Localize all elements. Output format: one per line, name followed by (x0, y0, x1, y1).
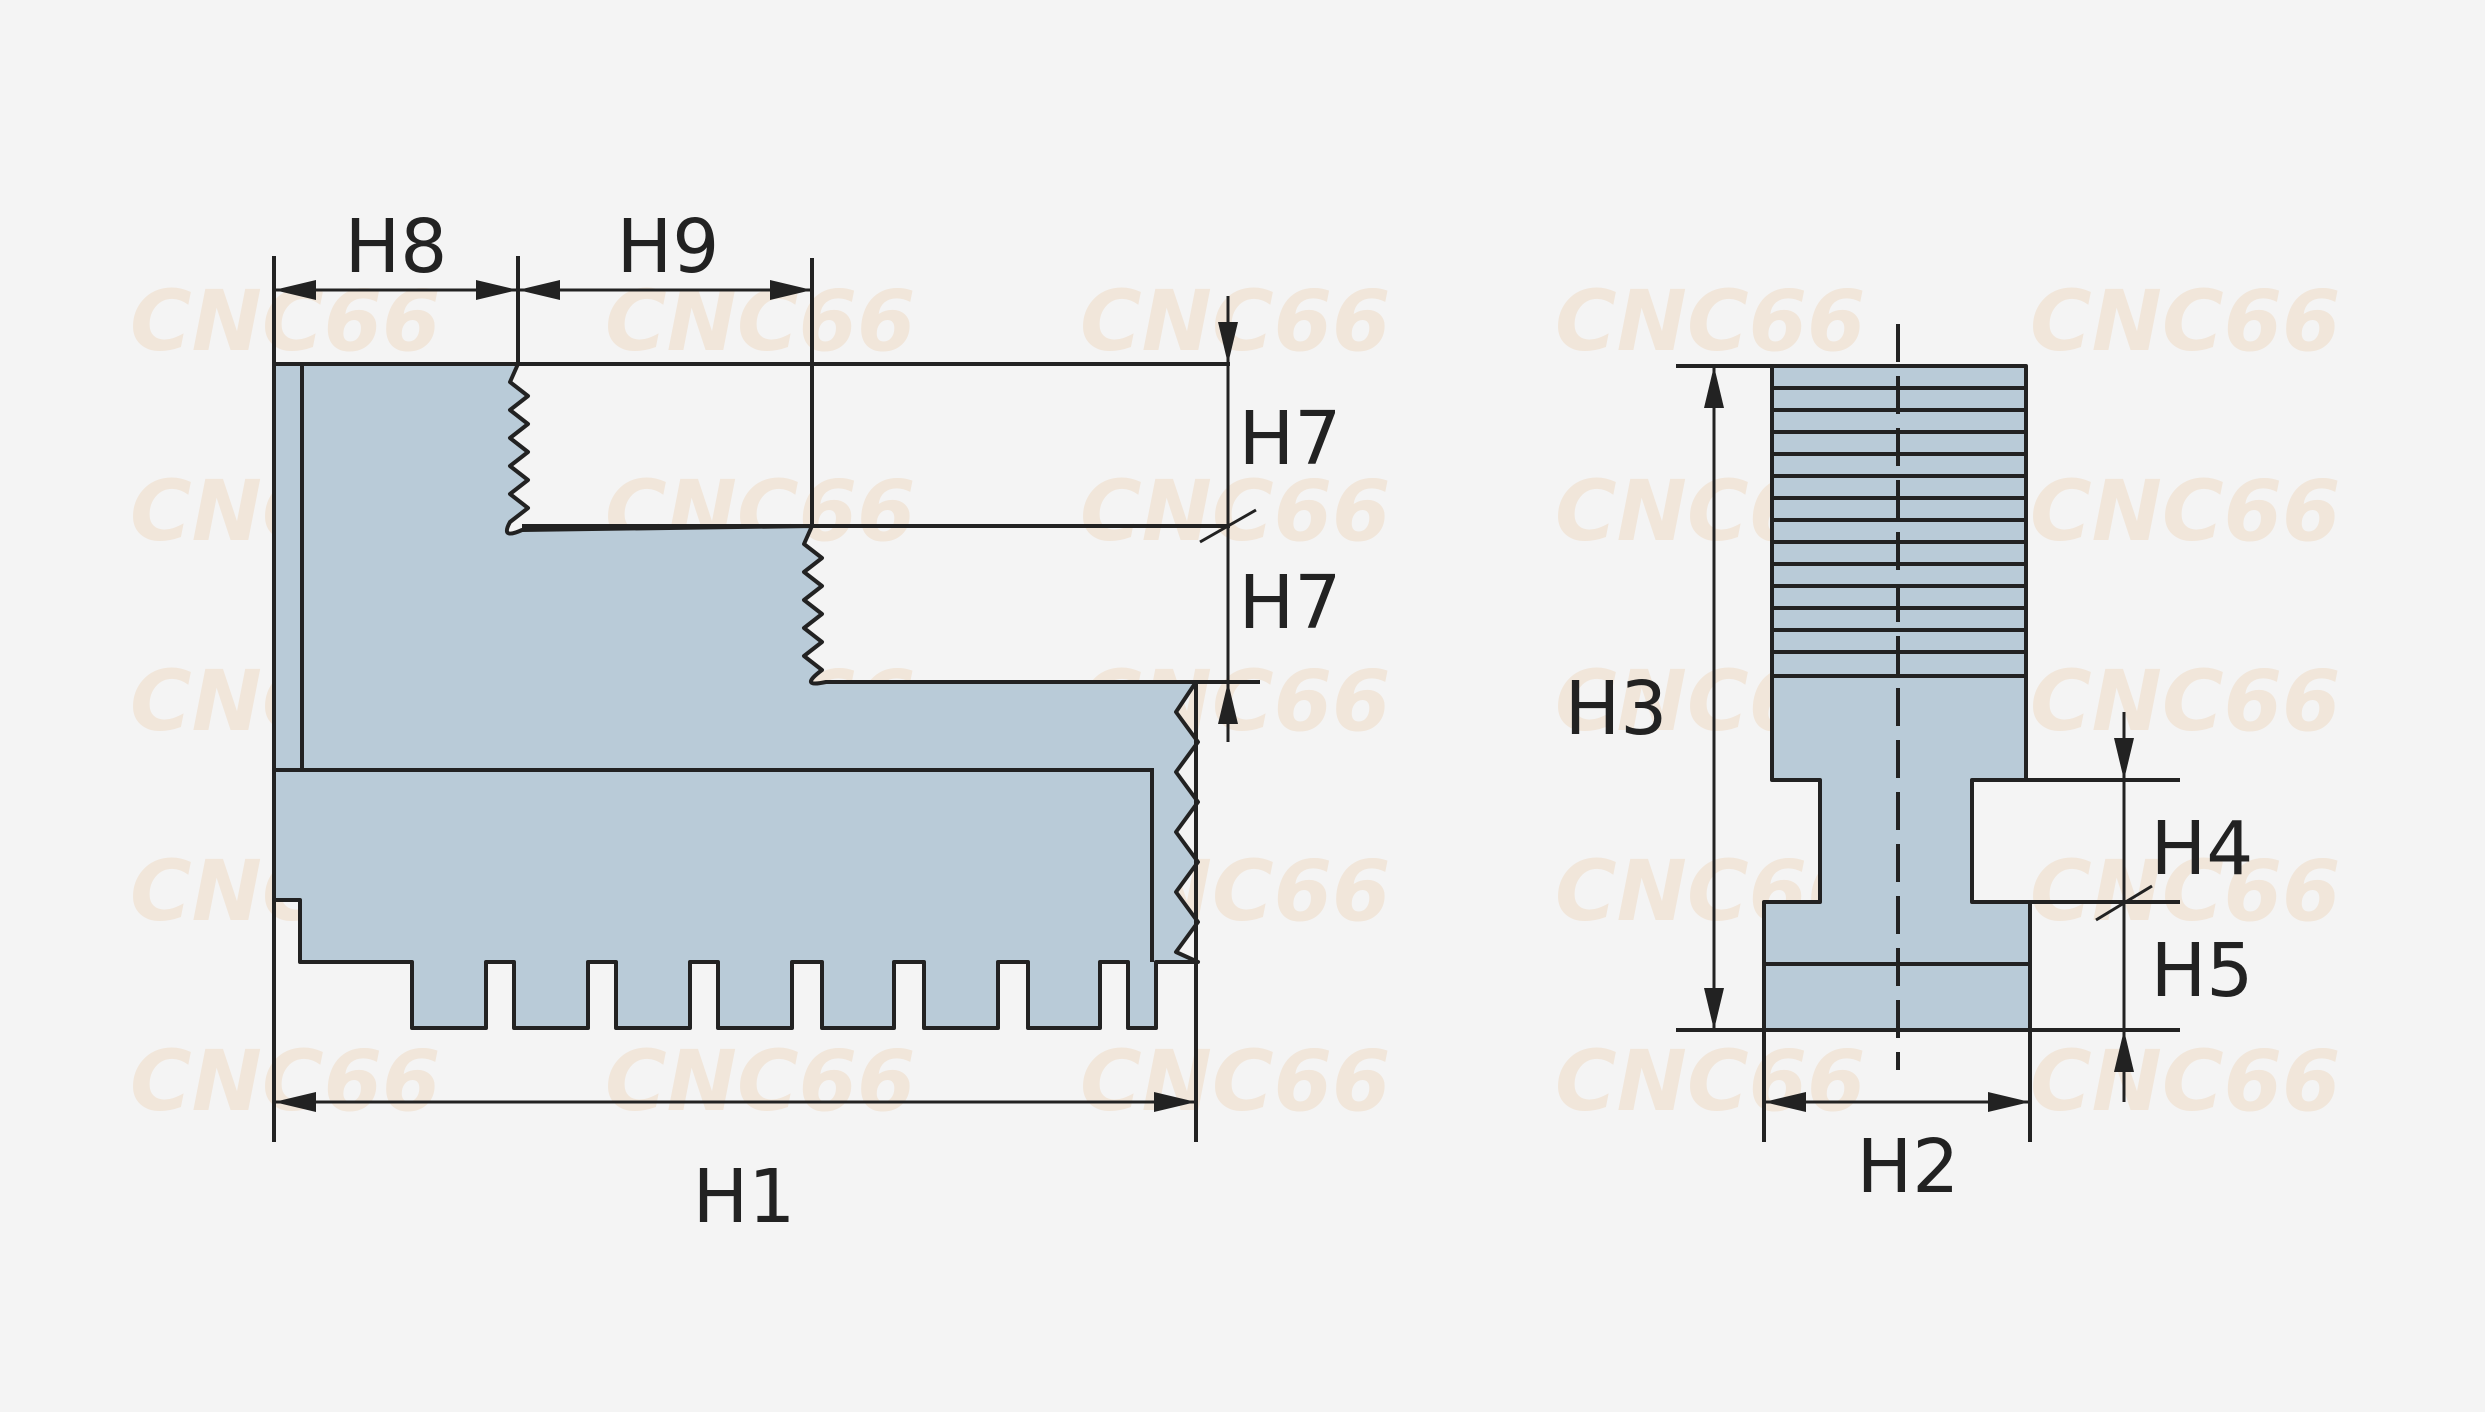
h8-label: H8 (345, 204, 448, 290)
watermark: CNC66 (1555, 272, 1866, 370)
arrowhead (1218, 682, 1238, 724)
arrowhead (274, 280, 316, 300)
watermark: CNC66 (2030, 652, 2341, 750)
watermark-layer: CNC66 CNC66 CNC66 CNC66 CNC66 CNC66 CNC6… (130, 272, 2341, 1130)
h2-label: H2 (1857, 1124, 1960, 1210)
watermark: CNC66 (1555, 1032, 1866, 1130)
watermark: CNC66 (2030, 272, 2341, 370)
arrowhead (274, 1092, 316, 1112)
base-line (274, 768, 1154, 962)
arrowhead (1154, 1092, 1196, 1112)
h7-lower-label: H7 (1239, 560, 1342, 646)
watermark: CNC66 (2030, 462, 2341, 560)
watermark: CNC66 (605, 272, 916, 370)
arrowhead (1988, 1092, 2030, 1112)
watermark: CNC66 (2030, 842, 2341, 940)
arrowhead (1704, 366, 1724, 408)
h3-label: H3 (1565, 666, 1668, 752)
watermark: CNC66 (1080, 1032, 1391, 1130)
left-dimensions: H8 H9 H7 H7 H1 (272, 204, 1342, 1240)
h4-tick-mark (2095, 884, 2153, 922)
arrowhead (2114, 738, 2134, 780)
jaw-body (272, 362, 1200, 1030)
h7-tick-mark (1199, 508, 1257, 544)
h7-upper-label: H7 (1239, 396, 1342, 482)
watermark: CNC66 (1080, 272, 1391, 370)
arrowhead (1764, 1092, 1806, 1112)
h1-label: H1 (693, 1154, 796, 1240)
arrowhead (518, 280, 560, 300)
h5-label: H5 (2151, 928, 2254, 1014)
jaw-end-view (1762, 324, 2032, 1070)
arrowhead (1218, 322, 1238, 364)
h9-label: H9 (617, 204, 720, 290)
arrowhead (1704, 988, 1724, 1030)
arrowhead (2114, 1030, 2134, 1072)
arrowhead (770, 280, 812, 300)
watermark: CNC66 (130, 1032, 441, 1130)
right-dimensions: H3 H4 H5 H2 (1565, 364, 2254, 1210)
watermark: CNC66 (1080, 462, 1391, 560)
watermark: CNC66 (605, 1032, 916, 1130)
watermark: CNC66 (2030, 1032, 2341, 1130)
arrowhead (476, 280, 518, 300)
jaw-side-view (272, 258, 1260, 1030)
h4-label: H4 (2151, 806, 2254, 892)
